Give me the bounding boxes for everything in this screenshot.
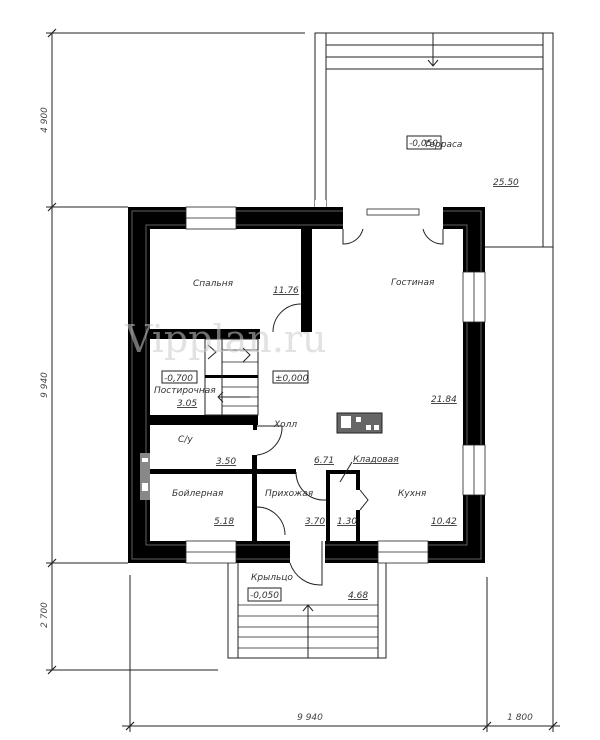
- porch-level: -0,050: [250, 591, 279, 601]
- dim-left-bottom: 2 700: [40, 602, 50, 628]
- pantry-name: Кладовая: [353, 455, 399, 465]
- boiler-name: Бойлерная: [172, 489, 224, 499]
- bathroom-area: 3.50: [216, 457, 236, 467]
- dim-left-middle: 9 940: [40, 372, 50, 398]
- terrace-level: -0,050: [409, 139, 438, 149]
- living-name: Гостиная: [391, 278, 435, 288]
- bedroom-area: 11.76: [273, 286, 299, 296]
- kitchen-name: Кухня: [398, 489, 427, 499]
- laundry-name: Постирочная: [154, 386, 216, 396]
- hall-name: Холл: [273, 420, 297, 430]
- windows: [185, 206, 486, 586]
- hall-area: 6.71: [314, 456, 334, 466]
- bedroom-name: Спальня: [193, 279, 234, 289]
- entry-name: Прихожая: [265, 489, 314, 499]
- porch-area: 4.68: [348, 591, 368, 601]
- bathroom-name: С/у: [178, 435, 193, 445]
- dim-left-top: 4 900: [40, 107, 50, 133]
- terrace-area: 25.50: [493, 178, 519, 188]
- porch-name: Крыльцо: [251, 573, 293, 583]
- boiler-area: 5.18: [214, 517, 234, 527]
- interior-walls: [150, 229, 369, 541]
- living-area: 21.84: [431, 395, 457, 405]
- entry-area: 3.70: [305, 517, 325, 527]
- boiler-equipment: [140, 453, 150, 500]
- laundry-level: -0,700: [164, 374, 193, 384]
- room-labels: Спальня 11.76 Гостиная 21.84 -0,700 Пост…: [154, 278, 457, 527]
- porch: Крыльцо -0,050 4.68: [227, 563, 387, 659]
- dim-bottom-right: 1 800: [507, 713, 533, 723]
- dimension-lines: 4 900 9 940 2 700 9 940 1 800: [40, 28, 560, 732]
- watermark: Vipplan.ru: [124, 317, 327, 361]
- floor-level: ±0,000: [275, 374, 309, 384]
- staircase: [204, 338, 259, 416]
- pantry-area: 1.30: [337, 517, 357, 527]
- terrace-level-box: [406, 135, 442, 150]
- terrace: Терраса -0,050 25.50: [314, 32, 554, 248]
- kitchen-area: 10.42: [431, 517, 457, 527]
- terrace-name: Терраса: [424, 140, 462, 150]
- dim-bottom-main: 9 940: [297, 713, 323, 723]
- kitchen-island: [336, 412, 383, 434]
- laundry-area: 3.05: [177, 399, 197, 409]
